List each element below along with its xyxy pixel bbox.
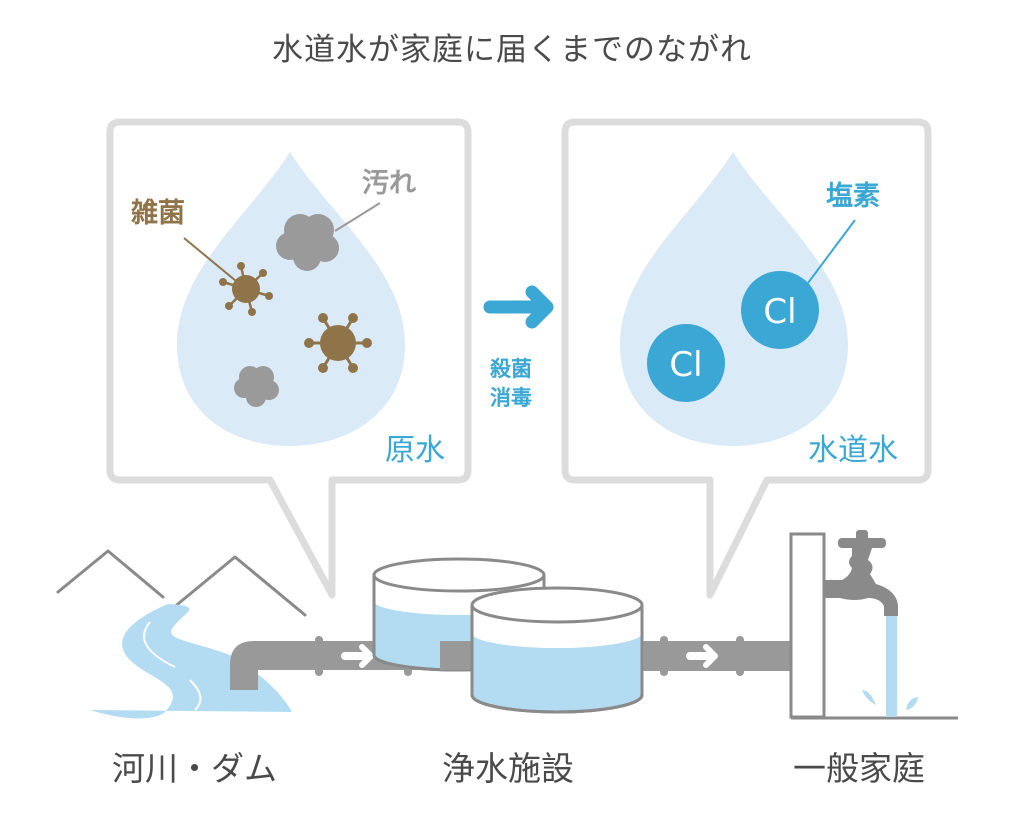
water-splash-icon	[862, 690, 876, 705]
chlorine-molecule: Cl	[647, 324, 725, 402]
tap-water-label: 水道水	[808, 433, 898, 468]
chlorine-molecule: Cl	[741, 271, 819, 349]
chlorine-leader-line	[807, 219, 856, 284]
arrow-right-icon	[483, 285, 554, 329]
stage-label-home: 一般家庭	[793, 749, 925, 788]
stage-label-plant: 浄水施設	[442, 749, 574, 788]
dirt-cloud-icon	[276, 214, 339, 271]
mountain-icon	[171, 555, 307, 617]
pipe-segment	[440, 641, 475, 670]
river-highlight	[189, 679, 202, 711]
dirt-leader-line	[334, 202, 381, 232]
disinfection-step: 殺菌 消毒	[483, 285, 554, 410]
tap-water-bubble: Cl Cl 塩素 水道水	[561, 118, 932, 599]
page-title: 水道水が家庭に届くまでのながれ	[272, 32, 752, 68]
river-highlight	[143, 621, 176, 668]
germ-icon	[219, 262, 273, 316]
disinfection-label: 消毒	[490, 386, 532, 410]
raw-water-label: 原水	[385, 433, 445, 468]
flow-arrow-icon	[341, 644, 374, 668]
sterilization-label: 殺菌	[489, 357, 532, 381]
chlorine-label: 塩素	[826, 181, 880, 212]
mountain-icon	[56, 549, 165, 599]
water-stream	[886, 616, 897, 717]
water-drop-icon	[177, 152, 405, 446]
river-dam-scene	[56, 549, 307, 719]
stage-label-source: 河川・ダム	[112, 749, 277, 788]
raw-water-bubble: 雑菌 汚れ 原水	[106, 118, 472, 599]
faucet-icon	[824, 530, 898, 616]
faucet-post	[789, 532, 826, 719]
germ-leader-line	[183, 237, 237, 282]
water-tank-front	[470, 586, 644, 714]
chlorine-symbol: Cl	[763, 292, 796, 332]
home-faucet-scene	[789, 530, 958, 720]
dirt-cloud-icon	[234, 366, 279, 407]
dirt-label: 汚れ	[362, 168, 416, 199]
germ-icon	[304, 313, 372, 373]
chlorine-symbol: Cl	[669, 345, 702, 385]
water-splash-icon	[906, 697, 918, 710]
germs-label: 雑菌	[130, 197, 185, 229]
flow-arrow-icon	[686, 644, 718, 668]
